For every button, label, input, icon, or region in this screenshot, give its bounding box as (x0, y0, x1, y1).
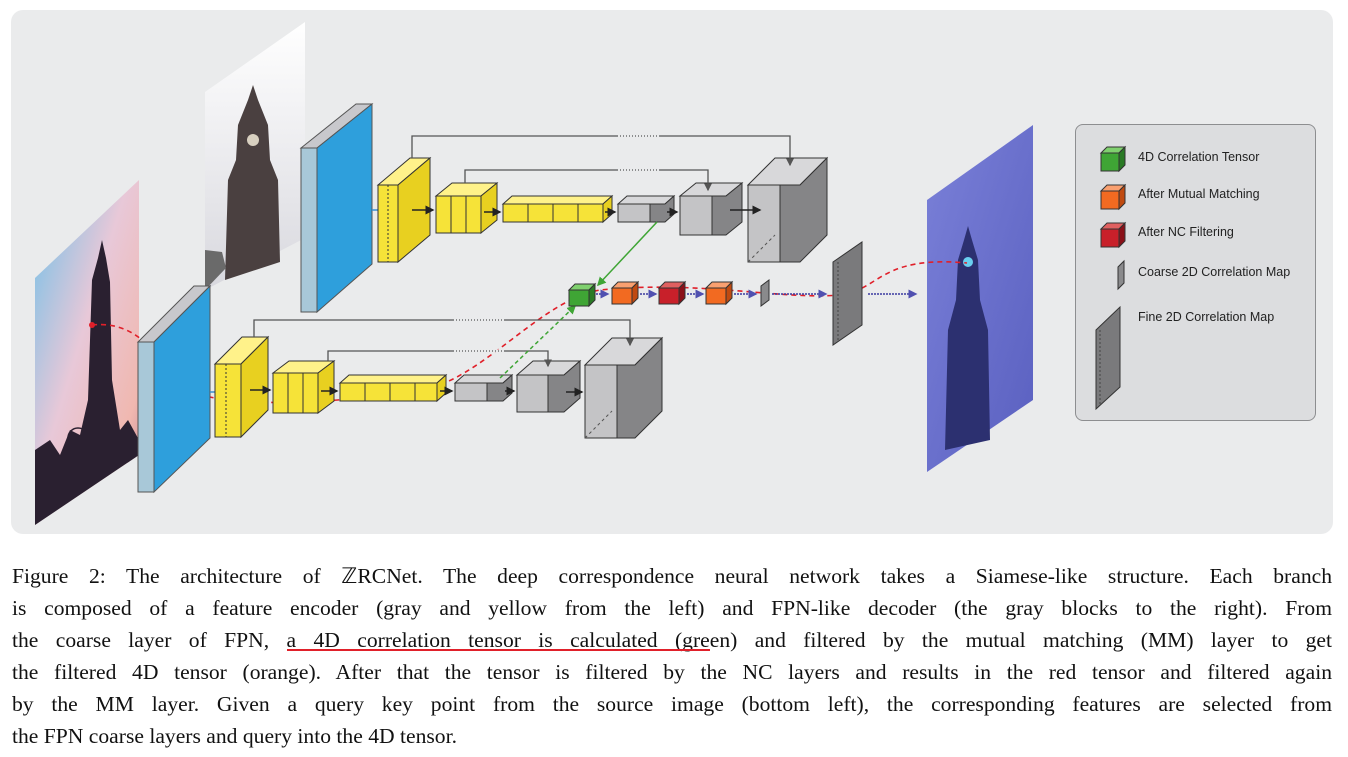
legend-label-coarse-map: Coarse 2D Correlation Map (1138, 265, 1291, 279)
caption-line-5: by the MM layer. Given a query key point… (12, 692, 1332, 716)
correlation-pipeline (499, 221, 918, 379)
bottom-branch (136, 284, 664, 494)
legend-label-nc-filtering: After NC Filtering (1138, 225, 1234, 239)
caption-line-2: is composed of a feature encoder (gray a… (12, 596, 1332, 620)
caption-line-3-end: en) and filtered by the mutual matching … (709, 628, 1332, 652)
query-point (89, 322, 95, 328)
legend-swatch-green (1099, 145, 1127, 173)
figure-caption: Figure 2: The architecture of ℤRCNet. Th… (12, 560, 1332, 752)
coarse-2d-map (760, 279, 770, 307)
legend-label-fine-map: Fine 2D Correlation Map (1138, 310, 1275, 324)
legend-swatch-coarse (1117, 259, 1125, 291)
red-tensor (657, 280, 687, 306)
source-image (35, 180, 139, 525)
target-image (205, 22, 305, 290)
orange-tensor-2 (704, 280, 734, 306)
fine-2d-map (832, 241, 863, 346)
caption-line-6: the FPN coarse layers and query into the… (12, 724, 457, 748)
caption-line-1: Figure 2: The architecture of ℤRCNet. Th… (12, 564, 1332, 588)
legend-label-mutual-matching: After Mutual Matching (1138, 187, 1260, 201)
orange-tensor-1 (610, 280, 640, 306)
caption-line-3: the coarse layer of FPN, a 4D correlatio… (12, 624, 1332, 656)
caption-line-3-start: the coarse layer of FPN, (12, 628, 287, 652)
green-4d-tensor (567, 282, 597, 308)
caption-line-4: the filtered 4D tensor (orange). After t… (12, 660, 1332, 684)
caption-underlined-phrase: a 4D correlation tensor is calculated (g… (286, 628, 710, 652)
legend-swatch-red (1099, 221, 1127, 249)
architecture-diagram (35, 22, 1033, 525)
legend-swatch-orange (1099, 183, 1127, 211)
legend-label-4d-correlation: 4D Correlation Tensor (1138, 150, 1260, 164)
legend-icons (1095, 145, 1127, 411)
top-branch (299, 102, 829, 314)
output-image (927, 125, 1033, 472)
legend-swatch-fine (1095, 305, 1121, 411)
legend: 4D Correlation Tensor After Mutual Match… (1075, 124, 1316, 421)
